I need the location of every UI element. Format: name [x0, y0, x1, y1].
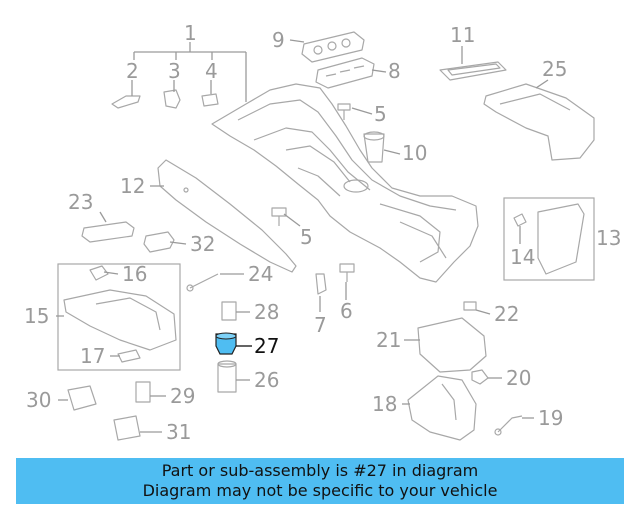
- clip-part-17[interactable]: [117, 349, 141, 363]
- harness-part[interactable]: [189, 273, 219, 289]
- clip-part-3[interactable]: [163, 89, 181, 109]
- callout-27-highlighted[interactable]: 27: [254, 334, 279, 358]
- callout-14[interactable]: 14: [510, 245, 535, 269]
- info-banner: Part or sub-assembly is #27 in diagram D…: [16, 458, 624, 504]
- bezel-part[interactable]: [301, 31, 365, 63]
- callout-18[interactable]: 18: [372, 392, 397, 416]
- bracket-part[interactable]: [417, 317, 487, 373]
- callout-13[interactable]: 13: [596, 226, 621, 250]
- callout-10[interactable]: 10: [402, 141, 427, 165]
- callout-16[interactable]: 16: [122, 262, 147, 286]
- callout-11[interactable]: 11: [450, 23, 475, 47]
- callout-25[interactable]: 25: [542, 57, 567, 81]
- callout-20[interactable]: 20: [506, 366, 531, 390]
- shifter-base-part[interactable]: [407, 375, 477, 441]
- callout-7[interactable]: 7: [314, 313, 327, 337]
- callout-31[interactable]: 31: [166, 420, 191, 444]
- callout-29[interactable]: 29: [170, 384, 195, 408]
- cup-holder-part[interactable]: [363, 133, 385, 163]
- callout-21[interactable]: 21: [376, 328, 401, 352]
- banner-line-1: Part or sub-assembly is #27 in diagram: [161, 461, 479, 480]
- callout-28[interactable]: 28: [254, 300, 279, 324]
- side-panel-part[interactable]: [157, 159, 297, 273]
- callout-17[interactable]: 17: [80, 344, 105, 368]
- pin-part[interactable]: [315, 273, 327, 295]
- callout-15[interactable]: 15: [24, 304, 49, 328]
- clip-part-2[interactable]: [111, 95, 141, 109]
- callout-26[interactable]: 26: [254, 368, 279, 392]
- callout-30[interactable]: 30: [26, 388, 51, 412]
- socket-part[interactable]: [221, 301, 237, 321]
- switch-part-30[interactable]: [67, 385, 97, 411]
- armrest-lid-part[interactable]: [483, 83, 595, 161]
- part-drawings: [57, 31, 595, 441]
- callout-23[interactable]: 23: [68, 190, 93, 214]
- screw-part[interactable]: [337, 103, 351, 111]
- screw-part-22[interactable]: [463, 301, 477, 311]
- clip-part-16[interactable]: [89, 265, 109, 281]
- switch-part[interactable]: [143, 231, 175, 253]
- socket-part-29[interactable]: [135, 381, 151, 403]
- switch-part-31[interactable]: [113, 415, 141, 441]
- callout-32[interactable]: 32: [190, 232, 215, 256]
- callout-1[interactable]: 1: [184, 21, 197, 45]
- callout-19[interactable]: 19: [538, 406, 563, 430]
- cable-part[interactable]: [497, 415, 523, 433]
- part-15-group-box: [57, 263, 181, 371]
- trim-panel-part[interactable]: [537, 203, 585, 275]
- callout-22[interactable]: 22: [494, 302, 519, 326]
- mat-part[interactable]: [439, 61, 507, 81]
- callout-3[interactable]: 3: [168, 59, 181, 83]
- part-13-group-box: [503, 197, 595, 281]
- switch-panel-part[interactable]: [315, 57, 375, 89]
- callout-6[interactable]: 6: [340, 299, 353, 323]
- callout-12[interactable]: 12: [120, 174, 145, 198]
- shifter-bezel-part[interactable]: [63, 289, 177, 351]
- callout-9[interactable]: 9: [272, 28, 285, 52]
- banner-line-2: Diagram may not be specific to your vehi…: [142, 481, 498, 500]
- housing-part[interactable]: [217, 363, 237, 393]
- callout-5b[interactable]: 5: [300, 225, 313, 249]
- callout-8[interactable]: 8: [388, 59, 401, 83]
- cover-part[interactable]: [81, 221, 135, 243]
- callout-2[interactable]: 2: [126, 59, 139, 83]
- screw-part[interactable]: [271, 207, 287, 217]
- callout-labels: 1 2 3 4 5 5 6 7 8 9 10 11 12 13 14 15 16…: [24, 21, 621, 444]
- leader-lines: [56, 39, 549, 433]
- callout-4[interactable]: 4: [205, 59, 218, 83]
- callout-24[interactable]: 24: [248, 262, 273, 286]
- nut-part[interactable]: [471, 369, 489, 385]
- clip-part-14[interactable]: [513, 213, 527, 227]
- screw-part[interactable]: [339, 263, 355, 273]
- clip-part-4[interactable]: [201, 93, 219, 107]
- callout-5[interactable]: 5: [374, 102, 387, 126]
